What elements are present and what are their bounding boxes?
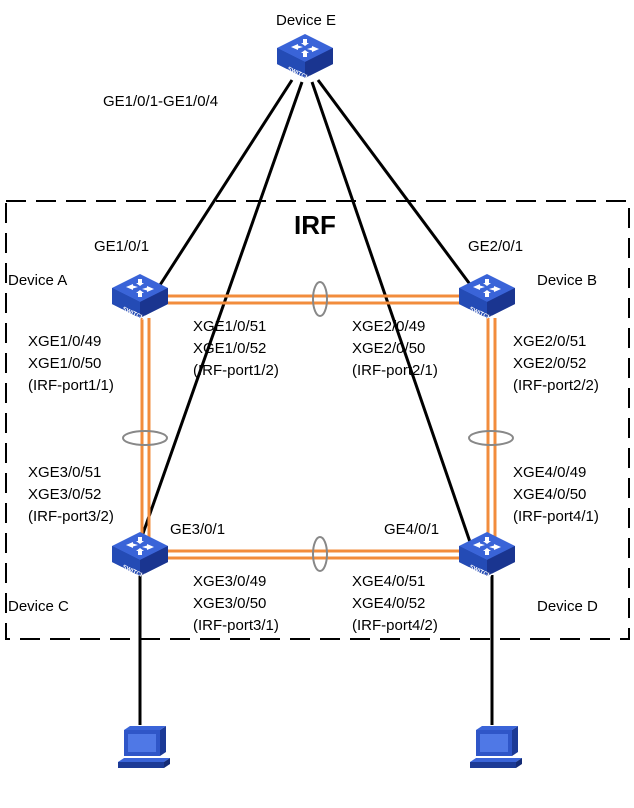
port-b-ge: GE2/0/1	[468, 238, 523, 255]
port-line: (IRF-port2/1)	[352, 362, 438, 379]
aggregation-ring-bottom	[312, 536, 328, 572]
port-line: XGE2/0/51	[513, 333, 586, 350]
port-line: (IRF-port1/2)	[193, 362, 279, 379]
port-line: XGE2/0/50	[352, 340, 425, 357]
port-a-ge: GE1/0/1	[94, 238, 149, 255]
irf-port-labels-c-left: XGE3/0/51 XGE3/0/52 (IRF-port3/2)	[28, 464, 114, 525]
port-line: XGE1/0/50	[28, 355, 101, 372]
port-c-ge: GE3/0/1	[170, 521, 225, 538]
pc-icon	[118, 726, 170, 768]
port-line: XGE3/0/49	[193, 573, 266, 590]
switch-icon: SWITCH	[112, 532, 168, 580]
device-d-name: Device D	[537, 598, 598, 615]
aggregation-ring-top	[312, 281, 328, 317]
port-line: XGE3/0/52	[28, 486, 101, 503]
port-line: (IRF-port4/2)	[352, 617, 438, 634]
port-line: XGE4/0/50	[513, 486, 586, 503]
switch-icon: SWITCH	[112, 274, 168, 322]
port-line: XGE3/0/51	[28, 464, 101, 481]
port-d-ge: GE4/0/1	[384, 521, 439, 538]
port-line: XGE1/0/49	[28, 333, 101, 350]
port-line: (IRF-port1/1)	[28, 377, 114, 394]
port-line: XGE1/0/52	[193, 340, 266, 357]
uplink-e-c	[138, 81, 304, 543]
port-line: XGE4/0/49	[513, 464, 586, 481]
port-line: XGE4/0/52	[352, 595, 425, 612]
aggregation-ring-right	[468, 430, 514, 446]
device-b-name: Device B	[537, 272, 597, 289]
irf-port-labels-a-left: XGE1/0/49 XGE1/0/50 (IRF-port1/1)	[28, 333, 114, 394]
device-c-name: Device C	[8, 598, 69, 615]
irf-boundary	[5, 200, 630, 640]
port-line: (IRF-port4/1)	[513, 508, 599, 525]
irf-port-labels-a-right: XGE1/0/51 XGE1/0/52 (IRF-port1/2)	[193, 318, 279, 379]
irf-port-labels-d-right: XGE4/0/49 XGE4/0/50 (IRF-port4/1)	[513, 464, 599, 525]
irf-port-labels-b-left: XGE2/0/49 XGE2/0/50 (IRF-port2/1)	[352, 318, 438, 379]
irf-port-labels-d-left: XGE4/0/51 XGE4/0/52 (IRF-port4/2)	[352, 573, 438, 634]
irf-port-labels-b-right: XGE2/0/51 XGE2/0/52 (IRF-port2/2)	[513, 333, 599, 394]
uplink-e-d	[310, 81, 472, 543]
aggregation-ring-left	[122, 430, 168, 446]
irf-link-c-d	[162, 549, 468, 560]
device-a-name: Device A	[8, 272, 67, 289]
device-e-name: Device E	[276, 12, 336, 29]
irf-link-b-d	[486, 318, 497, 540]
uplink-e-b	[316, 79, 474, 288]
irf-link-a-c	[140, 318, 151, 540]
irf-label: IRF	[294, 210, 336, 240]
port-line: (IRF-port3/1)	[193, 617, 279, 634]
port-line: XGE2/0/52	[513, 355, 586, 372]
pc-icon	[470, 726, 522, 768]
port-line: (IRF-port2/2)	[513, 377, 599, 394]
port-e-uplinks: GE1/0/1-GE1/0/4	[103, 93, 218, 110]
switch-icon: SWITCH	[277, 34, 333, 82]
port-line: XGE2/0/49	[352, 318, 425, 335]
port-line: XGE3/0/50	[193, 595, 266, 612]
port-line: XGE1/0/51	[193, 318, 266, 335]
port-line: (IRF-port3/2)	[28, 508, 114, 525]
switch-icon: SWITCH	[459, 532, 515, 580]
port-line: XGE4/0/51	[352, 573, 425, 590]
irf-port-labels-c-right: XGE3/0/49 XGE3/0/50 (IRF-port3/1)	[193, 573, 279, 634]
uplink-e-a	[158, 79, 294, 286]
irf-link-a-b	[168, 294, 470, 305]
